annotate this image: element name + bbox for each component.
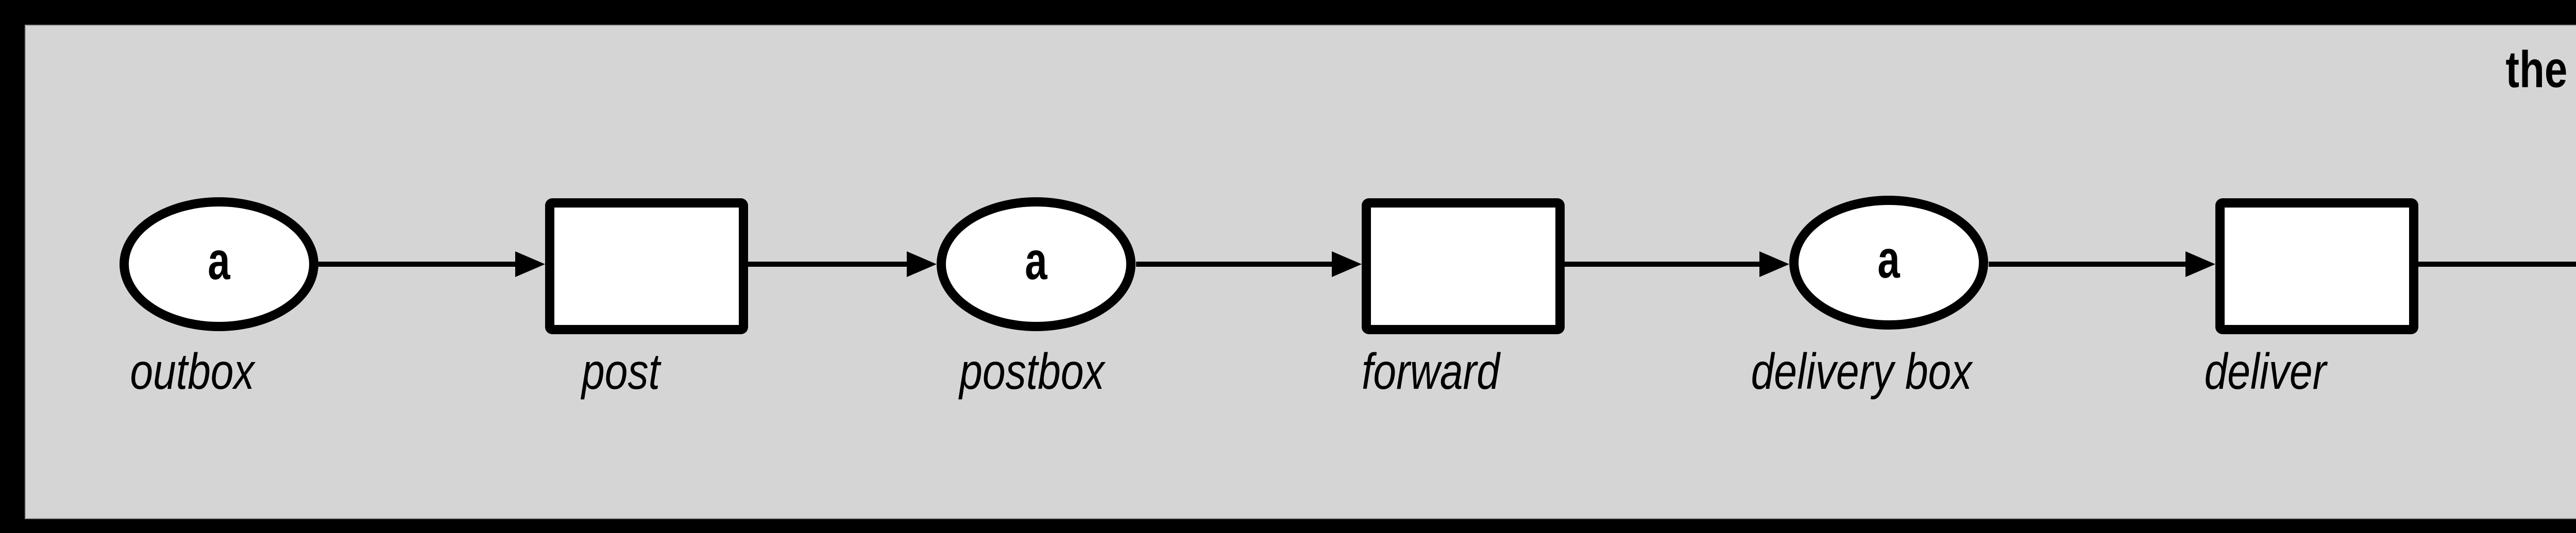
arc-line <box>748 262 911 267</box>
arrowhead-icon <box>1759 251 1789 277</box>
place-postbox: a <box>937 197 1136 331</box>
place-outbox: a <box>120 197 318 331</box>
arc-postbox-to-forward <box>1136 251 1362 277</box>
place-label-postbox: postbox <box>959 343 1105 400</box>
arrowhead-icon <box>907 251 937 277</box>
transition-label-forward: forward <box>1362 343 1500 400</box>
arc-deliver-to-inbox <box>2417 251 2576 277</box>
transition-post <box>545 198 748 334</box>
arc-line <box>1136 262 1336 267</box>
arc-line <box>1565 262 1764 267</box>
arrowhead-icon <box>1332 251 1362 277</box>
place-label-outbox: outbox <box>130 343 255 400</box>
transition-label-post: post <box>582 343 660 400</box>
diagram-panel <box>25 25 2576 519</box>
arc-post-to-postbox <box>748 251 937 277</box>
transition-forward <box>1362 198 1565 334</box>
arrowhead-icon <box>2185 251 2215 277</box>
transition-label-deliver: deliver <box>2204 343 2327 400</box>
token-a: a <box>1877 230 1900 289</box>
arrowhead-icon <box>515 251 545 277</box>
arc-line <box>318 262 519 267</box>
token-a: a <box>1025 231 1047 291</box>
arc-line <box>2417 262 2576 267</box>
diagram-title: the run of letter a <box>2505 41 2576 98</box>
place-delivery-box: a <box>1789 196 1988 330</box>
token-a: a <box>208 231 230 291</box>
place-label-delivery-box: delivery box <box>1751 343 1972 400</box>
transition-deliver <box>2215 198 2418 334</box>
arc-delivery-box-to-deliver <box>1989 251 2215 277</box>
arc-forward-to-delivery-box <box>1565 251 1789 277</box>
arc-line <box>1989 262 2190 267</box>
arc-outbox-to-post <box>318 251 545 277</box>
